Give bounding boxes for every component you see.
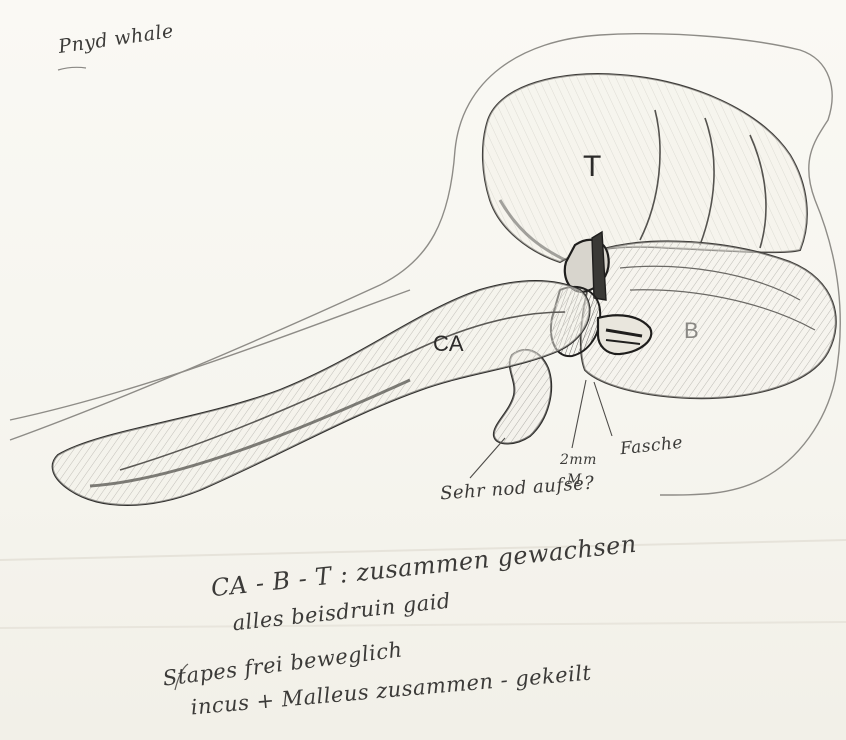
label-2mm: 2mm (560, 452, 597, 468)
label-b: B (684, 318, 699, 344)
label-ca: CA (433, 331, 464, 357)
label-t: T (583, 150, 601, 184)
title-underline (58, 67, 86, 70)
skull-t-bone (483, 74, 807, 262)
